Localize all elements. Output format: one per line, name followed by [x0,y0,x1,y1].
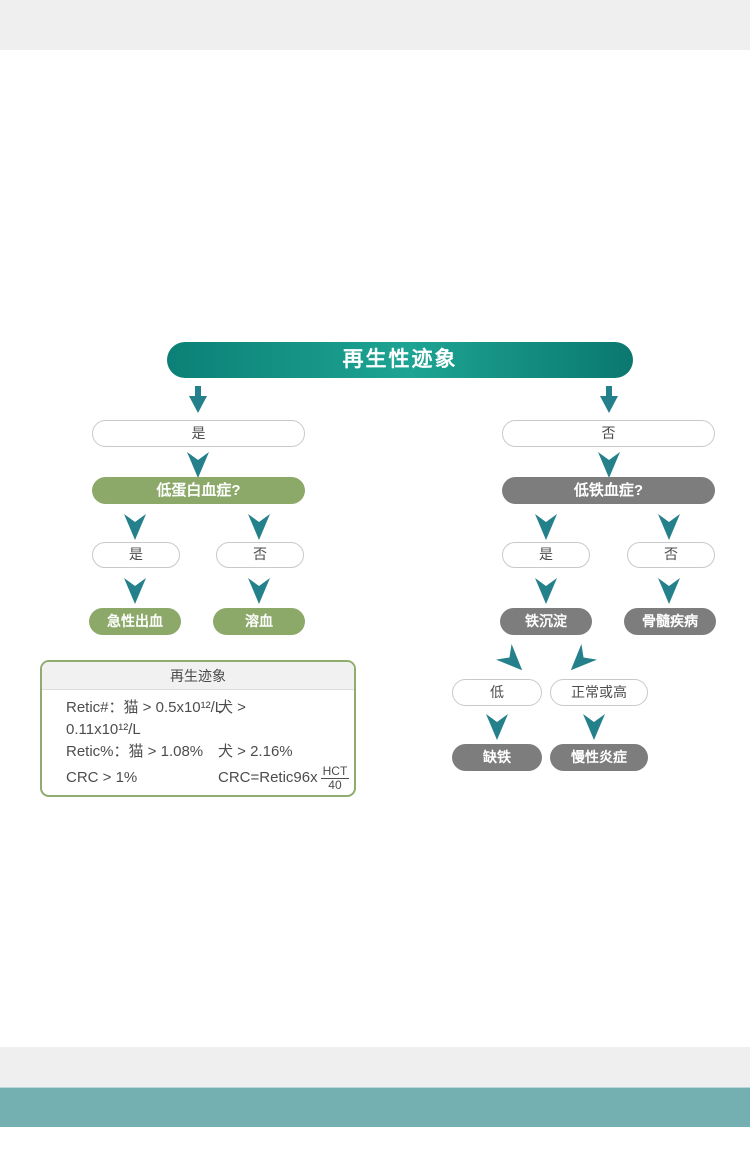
chevron-down-icon [583,714,605,740]
node-result-hemolysis: 溶血 [213,608,305,635]
crc-formula-fraction: HCT 40 [320,763,350,792]
retic-percent-dog-value: 犬 > 2.16% [218,743,293,760]
node-iron-normal-high: 正常或高 [550,679,648,706]
info-box-body: Retic#：猫 > 0.5x10¹²/L 犬 > 0.11x10¹²/L Re… [42,690,354,793]
chevron-down-icon [658,514,680,540]
node-question-hypoproteinemia: 低蛋白血症? [92,477,305,504]
chevron-down-left-icon [563,644,597,678]
chevron-down-icon [124,578,146,604]
node-result-bone-marrow-disease: 骨髓疾病 [624,608,716,635]
top-bar [0,0,750,50]
arrow-down-icon [599,386,619,413]
footer-gray-bar [0,1047,750,1087]
node-right-answer: 否 [502,420,715,447]
chevron-down-icon [248,514,270,540]
fraction-denominator: 40 [328,777,342,792]
info-line-retic-count-wrap: 0.11x10¹²/L [66,719,344,741]
chevron-down-icon [187,452,209,478]
chevron-down-icon [598,452,620,478]
crc-formula: CRC=Retic96x [218,769,318,786]
retic-percent-cat-value: Retic%：猫 > 1.08% [66,743,204,760]
flowchart-title: 再生性迹象 [167,342,633,378]
chevron-down-icon [124,514,146,540]
info-box-title: 再生迹象 [42,662,354,690]
node-iron-low: 低 [452,679,542,706]
node-result-chronic-inflammation: 慢性炎症 [550,744,648,771]
chevron-down-icon [486,714,508,740]
chevron-down-icon [535,514,557,540]
crc-threshold: CRC > 1% [66,769,138,786]
arrow-down-icon [188,386,208,413]
chevron-down-icon [248,578,270,604]
node-result-iron-deficiency: 缺铁 [452,744,542,771]
retic-count-dog-value: 0.11x10¹²/L [66,721,141,738]
node-right-sub-yes: 是 [502,542,590,568]
node-question-hypoferremia: 低铁血症? [502,477,715,504]
retic-count-cat-value: Retic#：猫 > 0.5x10¹²/L [66,699,224,716]
node-left-sub-yes: 是 [92,542,180,568]
node-result-acute-bleeding: 急性出血 [89,608,181,635]
node-left-sub-no: 否 [216,542,304,568]
info-line-retic-percent: Retic%：猫 > 1.08% 犬 > 2.16% [66,741,344,763]
chevron-down-icon [535,578,557,604]
fraction-numerator: HCT [320,763,350,779]
info-line-crc: CRC > 1% CRC=Retic96x HCT 40 [66,763,350,793]
retic-count-dog-label: 犬 > [218,699,246,716]
chevron-down-right-icon [496,644,530,678]
node-left-answer: 是 [92,420,305,447]
regenerative-signs-info-box: 再生迹象 Retic#：猫 > 0.5x10¹²/L 犬 > 0.11x10¹²… [40,660,356,797]
footer-teal-bar [0,1087,750,1127]
info-line-retic-count: Retic#：猫 > 0.5x10¹²/L 犬 > [66,697,344,719]
chevron-down-icon [658,578,680,604]
node-right-sub-no: 否 [627,542,715,568]
node-result-iron-deposit: 铁沉淀 [500,608,592,635]
